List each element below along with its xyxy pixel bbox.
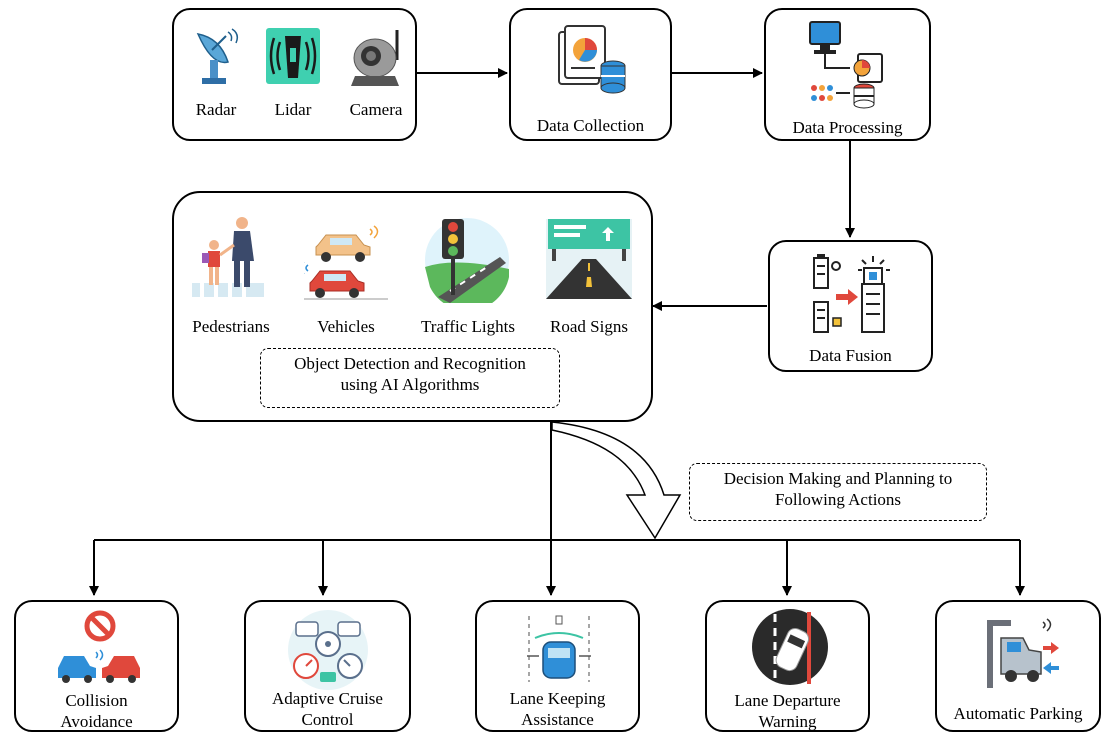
lane-keeping-assistance-line-2: Assistance [521,710,594,729]
pedestrians-label: Pedestrians [192,317,270,336]
automatic-parking-label: Automatic Parking [953,704,1083,723]
automatic-parking-icon [987,618,1059,688]
collision-avoidance-icon [58,610,140,683]
automatic-parking-box: Automatic Parking [935,600,1101,732]
lane-keeping-assistance-label: Lane Keeping Assistance [477,688,638,730]
vehicles-icon [304,225,388,300]
adaptive-cruise-control-icon [288,610,368,690]
lane-keeping-assistance-icon [527,615,591,682]
decision-caption: Decision Making and Planning to Followin… [689,463,987,521]
road-signs-icon [546,219,632,299]
detection-caption: Object Detection and Recognition using A… [260,348,560,408]
decision-caption-line-1: Decision Making and Planning to [723,469,953,488]
adaptive-cruise-control-box: Adaptive Cruise Control [244,600,411,732]
collision-avoidance-line-1: Collision [65,691,128,710]
sensors-box: Radar Lidar Camera [172,8,417,141]
adaptive-cruise-control-label: Adaptive Cruise Control [246,688,409,730]
camera-label: Camera [349,100,403,119]
data-processing-icon [809,21,883,109]
traffic-lights-icon [425,218,509,303]
lane-departure-warning-line-1: Lane Departure [734,691,841,710]
data-collection-label: Data Collection [536,116,645,135]
lane-departure-warning-label: Lane Departure Warning [707,690,868,732]
data-fusion-icon [813,254,890,333]
lidar-icon [266,28,320,84]
lane-departure-warning-icon [752,609,828,685]
camera-icon [351,30,399,86]
detection-caption-line-1: Object Detection and Recognition [294,354,526,373]
data-processing-label: Data Processing [792,118,903,137]
data-processing-box: Data Processing [764,8,931,141]
data-fusion-box: Data Fusion [768,240,933,372]
lane-departure-warning-line-2: Warning [758,712,817,731]
adaptive-cruise-control-line-1: Adaptive Cruise [272,689,383,708]
adaptive-cruise-control-line-2: Control [301,710,354,729]
radar-label: Radar [195,100,237,119]
collision-avoidance-line-2: Avoidance [60,712,133,731]
collision-avoidance-box: Collision Avoidance [14,600,179,732]
lane-departure-warning-box: Lane Departure Warning [705,600,870,732]
collision-avoidance-label: Collision Avoidance [16,690,177,732]
decision-curved-arrow [551,421,682,540]
detection-caption-line-2: using AI Algorithms [340,375,480,394]
pedestrians-icon [192,217,264,297]
decision-caption-line-2: Following Actions [774,490,902,509]
lane-keeping-assistance-box: Lane Keeping Assistance [475,600,640,732]
data-collection-icon [558,25,626,94]
traffic-lights-label: Traffic Lights [421,317,515,336]
lidar-label: Lidar [274,100,312,119]
data-collection-box: Data Collection [509,8,672,141]
object-detection-box: Pedestrians Vehicles Traffic Lights Road… [172,191,653,422]
data-fusion-label: Data Fusion [809,346,892,365]
lane-keeping-assistance-line-1: Lane Keeping [509,689,606,708]
vehicles-label: Vehicles [317,317,375,336]
radar-icon [196,28,239,84]
road-signs-label: Road Signs [550,317,628,336]
